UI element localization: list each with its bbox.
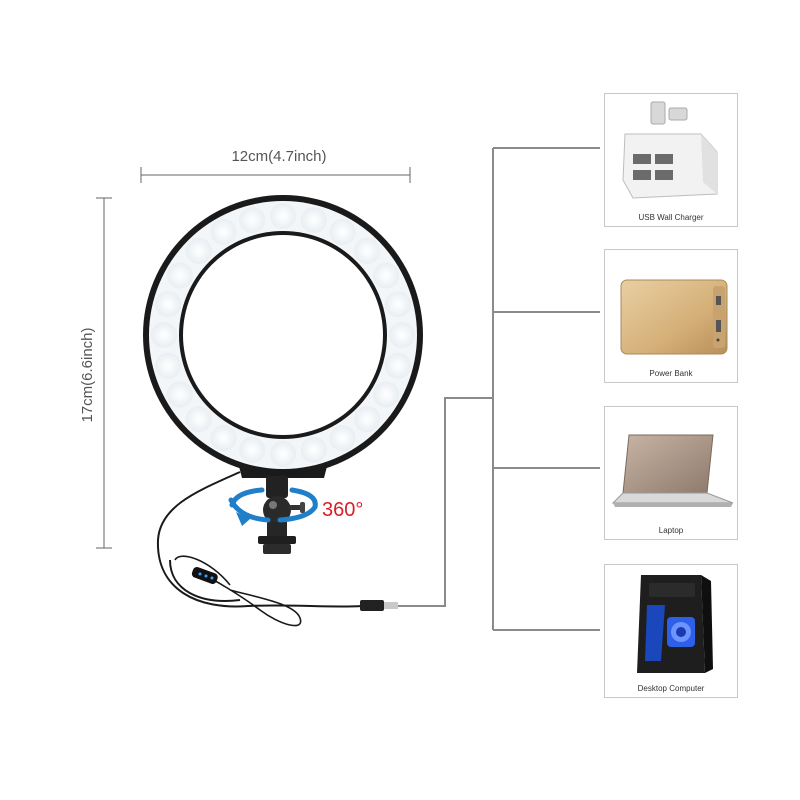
- device-laptop: Laptop: [604, 406, 738, 540]
- device-desktop-computer: Desktop Computer: [604, 564, 738, 698]
- led-segment: [185, 406, 212, 433]
- led-segment: [354, 237, 381, 264]
- power-bank-icon: [620, 279, 728, 355]
- led-segment: [151, 322, 177, 348]
- laptop-icon: [611, 434, 734, 507]
- led-segment: [373, 262, 400, 289]
- device-label: Laptop: [658, 526, 684, 535]
- ball-head-mount: [258, 476, 305, 554]
- device-usb-wall-charger: USB Wall Charger: [604, 93, 738, 227]
- desktop-computer-icon: [637, 575, 713, 673]
- rotation-arrow-icon: [228, 487, 318, 526]
- led-segment: [384, 352, 411, 379]
- led-segment: [300, 207, 327, 234]
- height-dimension-label: 17cm(6.6inch): [79, 327, 96, 422]
- led-segment: [239, 436, 266, 463]
- ring-light-center: [183, 235, 383, 435]
- led-segment: [300, 436, 327, 463]
- led-segment: [354, 406, 381, 433]
- led-segment: [384, 291, 411, 318]
- led-segment: [389, 322, 415, 348]
- height-dimension: 17cm(6.6inch): [79, 197, 112, 549]
- led-segment: [155, 352, 182, 379]
- device-label: Desktop Computer: [637, 684, 705, 693]
- connector-lines: [398, 147, 600, 631]
- led-segment: [210, 218, 237, 245]
- ring-light-leds: [151, 203, 415, 467]
- width-dimension-label: 12cm(4.7inch): [231, 148, 326, 165]
- device-label: Power Bank: [649, 369, 693, 378]
- led-segment: [329, 425, 356, 452]
- device-power-bank: Power Bank: [604, 249, 738, 383]
- ring-light: [143, 195, 423, 478]
- led-segment: [185, 237, 212, 264]
- usb-wall-charger-icon: [622, 101, 718, 199]
- led-segment: [166, 381, 193, 408]
- led-segment: [166, 262, 193, 289]
- led-segment: [270, 203, 296, 229]
- usb-plug: [360, 600, 384, 611]
- led-segment: [329, 218, 356, 245]
- usb-cable: [156, 471, 398, 627]
- rotation-label: 360°: [322, 499, 363, 521]
- led-segment: [155, 291, 182, 318]
- led-segment: [270, 441, 296, 467]
- led-segment: [373, 381, 400, 408]
- device-label: USB Wall Charger: [638, 213, 704, 222]
- led-segment: [239, 207, 266, 234]
- width-dimension: 12cm(4.7inch): [140, 148, 411, 183]
- led-segment: [210, 425, 237, 452]
